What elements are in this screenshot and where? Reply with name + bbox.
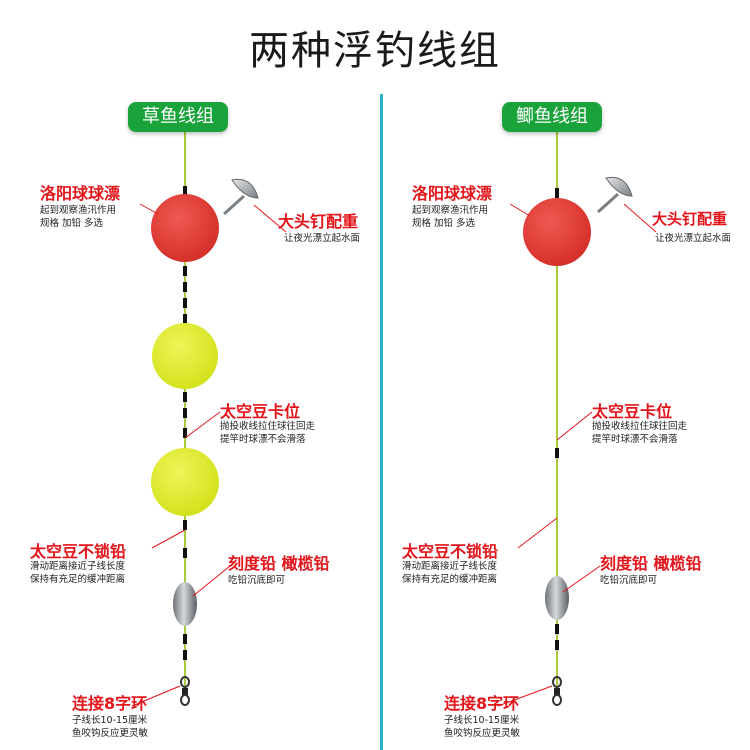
left-sinker-stop-title: 太空豆不锁铅 — [30, 538, 126, 562]
right-sinker-stop-callout — [518, 518, 557, 548]
right-weight-title: 刻度铅 橄榄铅 — [600, 550, 702, 574]
left-stopper-title: 太空豆卡位 — [220, 398, 300, 422]
right-sinker-stop-desc: 滑动距离接近子线长度 保持有充足的缓冲距离 — [402, 560, 497, 586]
left-bead — [183, 634, 187, 644]
left-sinker-stop-desc: 滑动距离接近子线长度 保持有充足的缓冲距离 — [30, 560, 125, 586]
left-nail-title: 大头钉配重 — [278, 208, 358, 232]
left-weight-desc: 吃铅沉底即可 — [228, 574, 285, 587]
right-bead — [555, 188, 559, 198]
left-bead — [183, 314, 187, 324]
right-nail-title: 大头钉配重 — [652, 208, 727, 229]
right-red-float — [523, 198, 591, 266]
left-yellow-float-2 — [151, 448, 219, 516]
right-bead — [555, 448, 559, 458]
left-stopper-callout — [185, 412, 220, 438]
right-float-callout — [510, 204, 530, 216]
right-weight-callout — [563, 566, 600, 592]
left-bead — [183, 408, 187, 418]
left-nail-icon — [224, 179, 258, 214]
left-swivel-desc: 子线长10-15厘米 鱼咬钩反应更灵敏 — [72, 714, 148, 740]
left-weight-callout — [193, 566, 230, 596]
right-olive-lead — [545, 576, 569, 620]
right-swivel-title: 连接8字环 — [444, 690, 519, 714]
left-sinker-stop-callout — [152, 530, 185, 548]
right-swivel-desc: 子线长10-15厘米 鱼咬钩反应更灵敏 — [444, 714, 520, 740]
left-bead — [183, 392, 187, 402]
right-rig-header: 鲫鱼线组 — [502, 102, 602, 132]
left-yellow-float-1 — [152, 323, 218, 389]
left-float-title: 洛阳球球漂 — [40, 180, 120, 204]
right-weight-desc: 吃铅沉底即可 — [600, 574, 657, 587]
left-weight-title: 刻度铅 橄榄铅 — [228, 550, 330, 574]
left-stopper-desc: 抛投收线拉住球往回走 提竿时球漂不会滑落 — [220, 420, 315, 446]
left-olive-lead — [173, 582, 197, 626]
left-red-float — [151, 194, 219, 262]
right-stopper-callout — [557, 412, 592, 440]
left-bead — [183, 650, 187, 660]
left-bead — [183, 548, 187, 558]
left-bead — [183, 266, 187, 276]
left-rig-header: 草鱼线组 — [128, 102, 228, 132]
right-nail-desc: 让夜光漂立起水面 — [655, 232, 731, 245]
right-stopper-desc: 抛投收线拉住球往回走 提竿时球漂不会滑落 — [592, 420, 687, 446]
left-bead — [183, 298, 187, 308]
right-float-title: 洛阳球球漂 — [412, 180, 492, 204]
right-bead — [555, 624, 559, 634]
right-bead — [555, 640, 559, 650]
left-swivel-title: 连接8字环 — [72, 690, 147, 714]
left-bead — [183, 282, 187, 292]
right-sinker-stop-title: 太空豆不锁铅 — [402, 538, 498, 562]
left-bead — [183, 520, 187, 530]
right-float-desc: 起到观察渔汛作用 规格 加铅 多选 — [412, 204, 488, 230]
left-float-desc: 起到观察渔汛作用 规格 加铅 多选 — [40, 204, 116, 230]
left-float-callout — [140, 204, 158, 214]
right-stopper-title: 太空豆卡位 — [592, 398, 672, 422]
left-nail-desc: 让夜光漂立起水面 — [284, 232, 360, 245]
